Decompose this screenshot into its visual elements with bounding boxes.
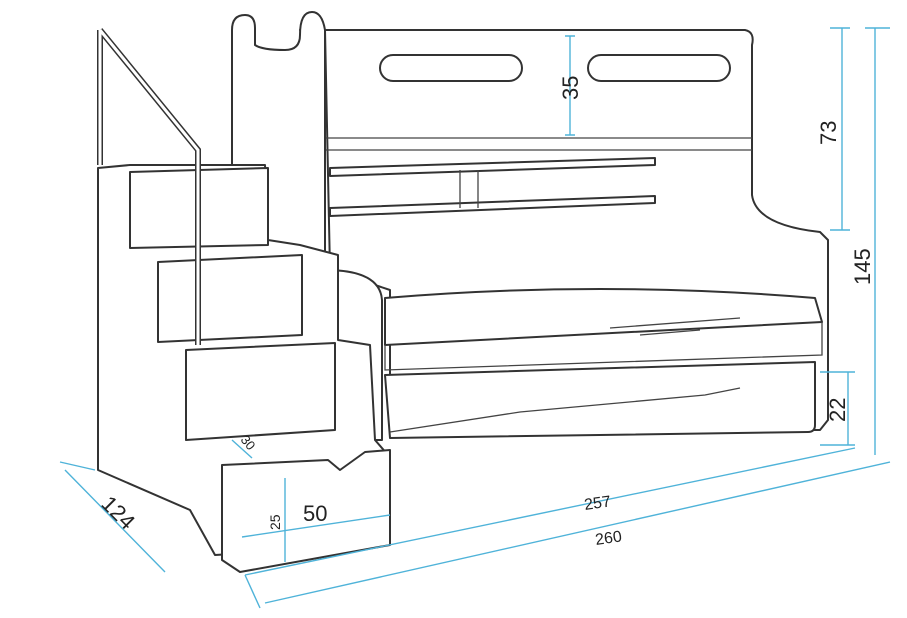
dim-73: 73 xyxy=(816,121,841,145)
trundle-drawer xyxy=(384,361,816,439)
mattress xyxy=(384,288,823,346)
dim-25: 25 xyxy=(267,514,283,530)
bottom-drawer xyxy=(221,449,391,573)
shelf-lower xyxy=(329,195,656,217)
dim-22: 22 xyxy=(825,398,850,422)
step-2 xyxy=(157,254,303,343)
handle-slot-left xyxy=(379,54,523,82)
step-3 xyxy=(185,342,336,441)
dim-257: 257 xyxy=(583,493,612,514)
dim-35: 35 xyxy=(558,76,583,100)
dim-145: 145 xyxy=(850,248,875,285)
dim-50: 50 xyxy=(303,501,327,526)
shelf-upper xyxy=(329,157,656,177)
handle-slot-right xyxy=(587,54,731,82)
dim-124: 124 xyxy=(96,491,140,535)
dim-260: 260 xyxy=(594,528,623,549)
